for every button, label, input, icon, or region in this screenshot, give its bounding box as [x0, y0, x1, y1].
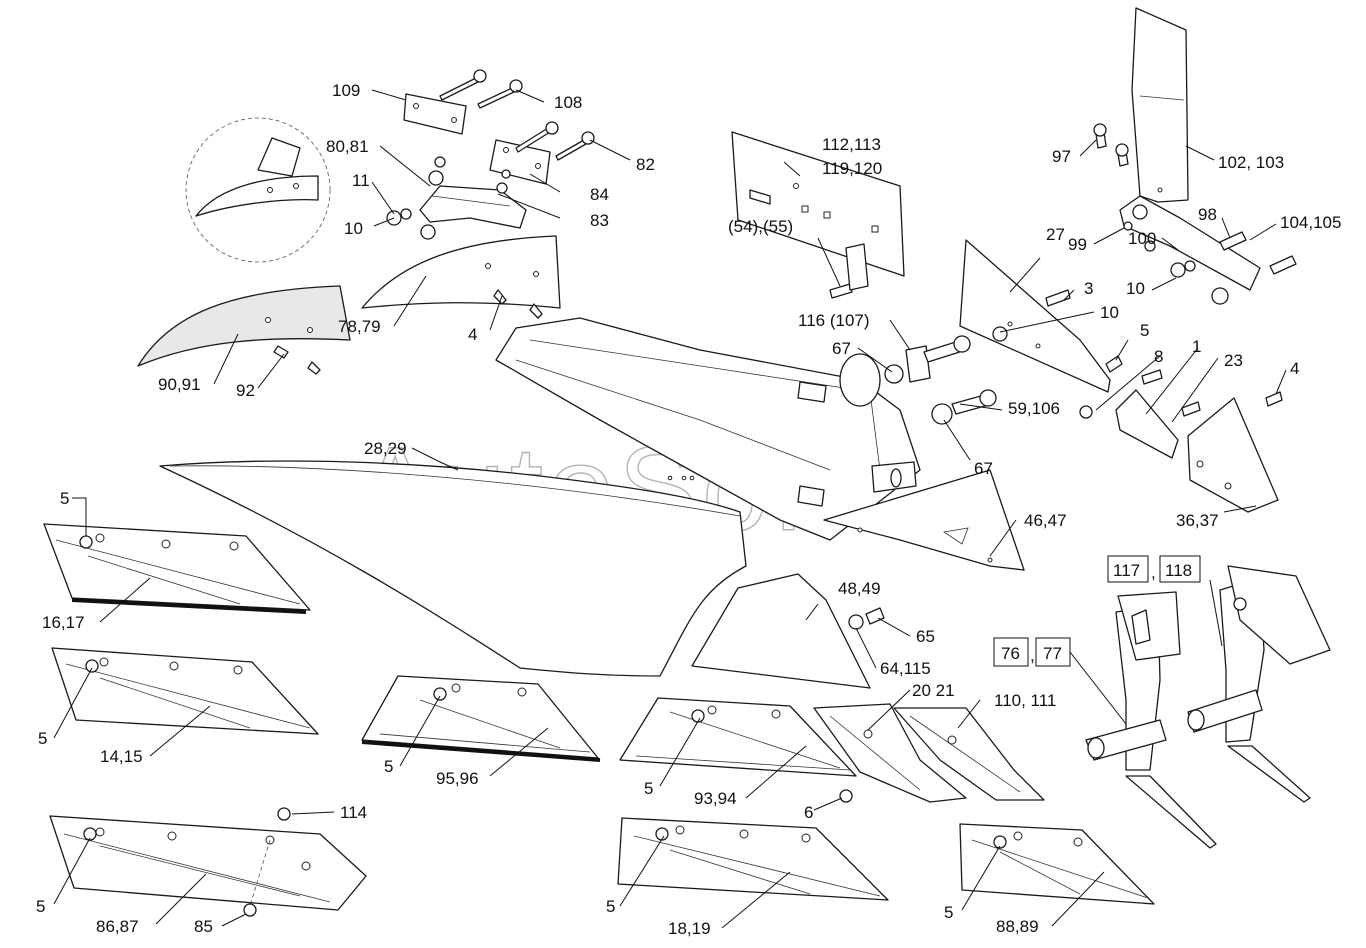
frame-28-29 [159, 460, 747, 677]
tips-20-21 [813, 703, 1045, 803]
label-83: 83 [590, 211, 609, 230]
label-98: 98 [1198, 205, 1217, 224]
label-10-b: 10 [1126, 279, 1145, 298]
label-18-19: 18,19 [668, 919, 711, 938]
clamp-plate-109 [403, 93, 467, 135]
label-6: 6 [804, 803, 813, 822]
label-114: 114 [340, 803, 367, 822]
label-99: 99 [1068, 235, 1087, 254]
label-119-120: 119,120 [822, 159, 882, 178]
label-5-g: 5 [606, 897, 615, 916]
label-5-f: 5 [36, 897, 45, 916]
washer-114-85 [243, 807, 291, 917]
bolts-108 [439, 69, 523, 109]
label-5-a: 5 [1140, 321, 1149, 340]
label-5-b: 5 [60, 489, 69, 508]
label-67-b: 67 [974, 459, 993, 478]
label-67-a: 67 [832, 339, 851, 358]
label-16-17: 16,17 [42, 613, 85, 632]
label-8: 8 [1154, 347, 1163, 366]
moldboard-78-79 [361, 235, 561, 319]
label-46-47: 46,47 [1024, 511, 1067, 530]
share-18-19 [617, 817, 889, 901]
label-110-111: 110, 111 [994, 691, 1056, 710]
label-64-115: 64,115 [880, 659, 931, 678]
comma-76-77: , [1030, 646, 1035, 665]
label-5-d: 5 [384, 757, 393, 776]
boxed-labels: 117 , 118 76 , 77 [993, 555, 1201, 667]
label-109: 109 [332, 81, 360, 100]
label-90-91: 90,91 [158, 375, 201, 394]
share-14-15 [51, 647, 319, 735]
plate-27 [959, 239, 1123, 393]
knife-102-103 [1131, 7, 1189, 203]
label-93-94: 93,94 [694, 789, 737, 808]
bolts-97 [1093, 123, 1129, 167]
label-11: 11 [352, 171, 370, 190]
share-88-89 [959, 823, 1155, 905]
label-77: 77 [1043, 644, 1062, 663]
moldboard-90-91 [137, 285, 351, 375]
label-97: 97 [1052, 147, 1071, 166]
bolt-54-55 [829, 243, 869, 299]
label-112-113: 112,113 [822, 135, 881, 154]
label-27: 27 [1046, 225, 1065, 244]
arm-104-105 [1119, 195, 1297, 305]
label-20-21: 20 21 [912, 681, 955, 700]
bracket-1 [1079, 369, 1179, 459]
share-16-17 [43, 523, 311, 614]
label-118: 118 [1165, 561, 1192, 580]
label-117: 117 [1113, 561, 1140, 580]
tine-76 [1085, 591, 1217, 849]
label-14-15: 14,15 [100, 747, 143, 766]
label-3: 3 [1084, 279, 1093, 298]
label-5-h: 5 [944, 903, 953, 922]
bracket-80-81 [386, 156, 527, 240]
label-59-106: 59,106 [1008, 399, 1060, 418]
label-48-49: 48,49 [838, 579, 881, 598]
label-54-55: (54),(55) [728, 217, 793, 236]
label-5-c: 5 [38, 729, 47, 748]
label-104-105: 104,105 [1280, 213, 1341, 232]
label-28-29: 28,29 [364, 439, 407, 458]
label-76: 76 [1001, 644, 1020, 663]
label-86-87: 86,87 [96, 917, 139, 936]
label-116-107: 116 (107) [798, 311, 870, 330]
label-85: 85 [194, 917, 213, 936]
label-100: 100 [1128, 229, 1156, 248]
label-92: 92 [236, 381, 255, 400]
label-102-103: 102, 103 [1218, 153, 1284, 172]
label-108: 108 [554, 93, 582, 112]
beam-body [495, 317, 1025, 571]
label-95-96: 95,96 [436, 769, 479, 788]
label-10-a: 10 [344, 219, 363, 238]
label-5-e: 5 [644, 779, 653, 798]
label-88-89: 88,89 [996, 917, 1039, 936]
label-4-b: 4 [1290, 359, 1299, 378]
label-84: 84 [590, 185, 609, 204]
label-65: 65 [916, 627, 935, 646]
landside-board-112-113 [731, 131, 905, 277]
label-78-79: 78,79 [338, 317, 381, 336]
share-point-36-37 [1181, 391, 1283, 513]
label-36-37: 36,37 [1176, 511, 1219, 530]
label-10-c: 10 [1100, 303, 1119, 322]
share-86-87 [49, 815, 367, 911]
detail-magnifier [185, 117, 331, 263]
label-1: 1 [1192, 337, 1201, 356]
leader-lines [53, 89, 1287, 929]
share-95-96 [361, 675, 601, 762]
callout-labels: 109 108 80,81 82 11 84 83 10 78,79 4 90,… [36, 81, 1341, 938]
label-82: 82 [636, 155, 655, 174]
label-23: 23 [1224, 351, 1243, 370]
label-80-81: 80,81 [326, 137, 369, 156]
parts-116-67 [839, 335, 997, 425]
comma-117-118: , [1151, 563, 1156, 582]
wing-48-49 [691, 573, 885, 689]
label-4-a: 4 [468, 325, 477, 344]
tine-77 [1187, 565, 1331, 803]
